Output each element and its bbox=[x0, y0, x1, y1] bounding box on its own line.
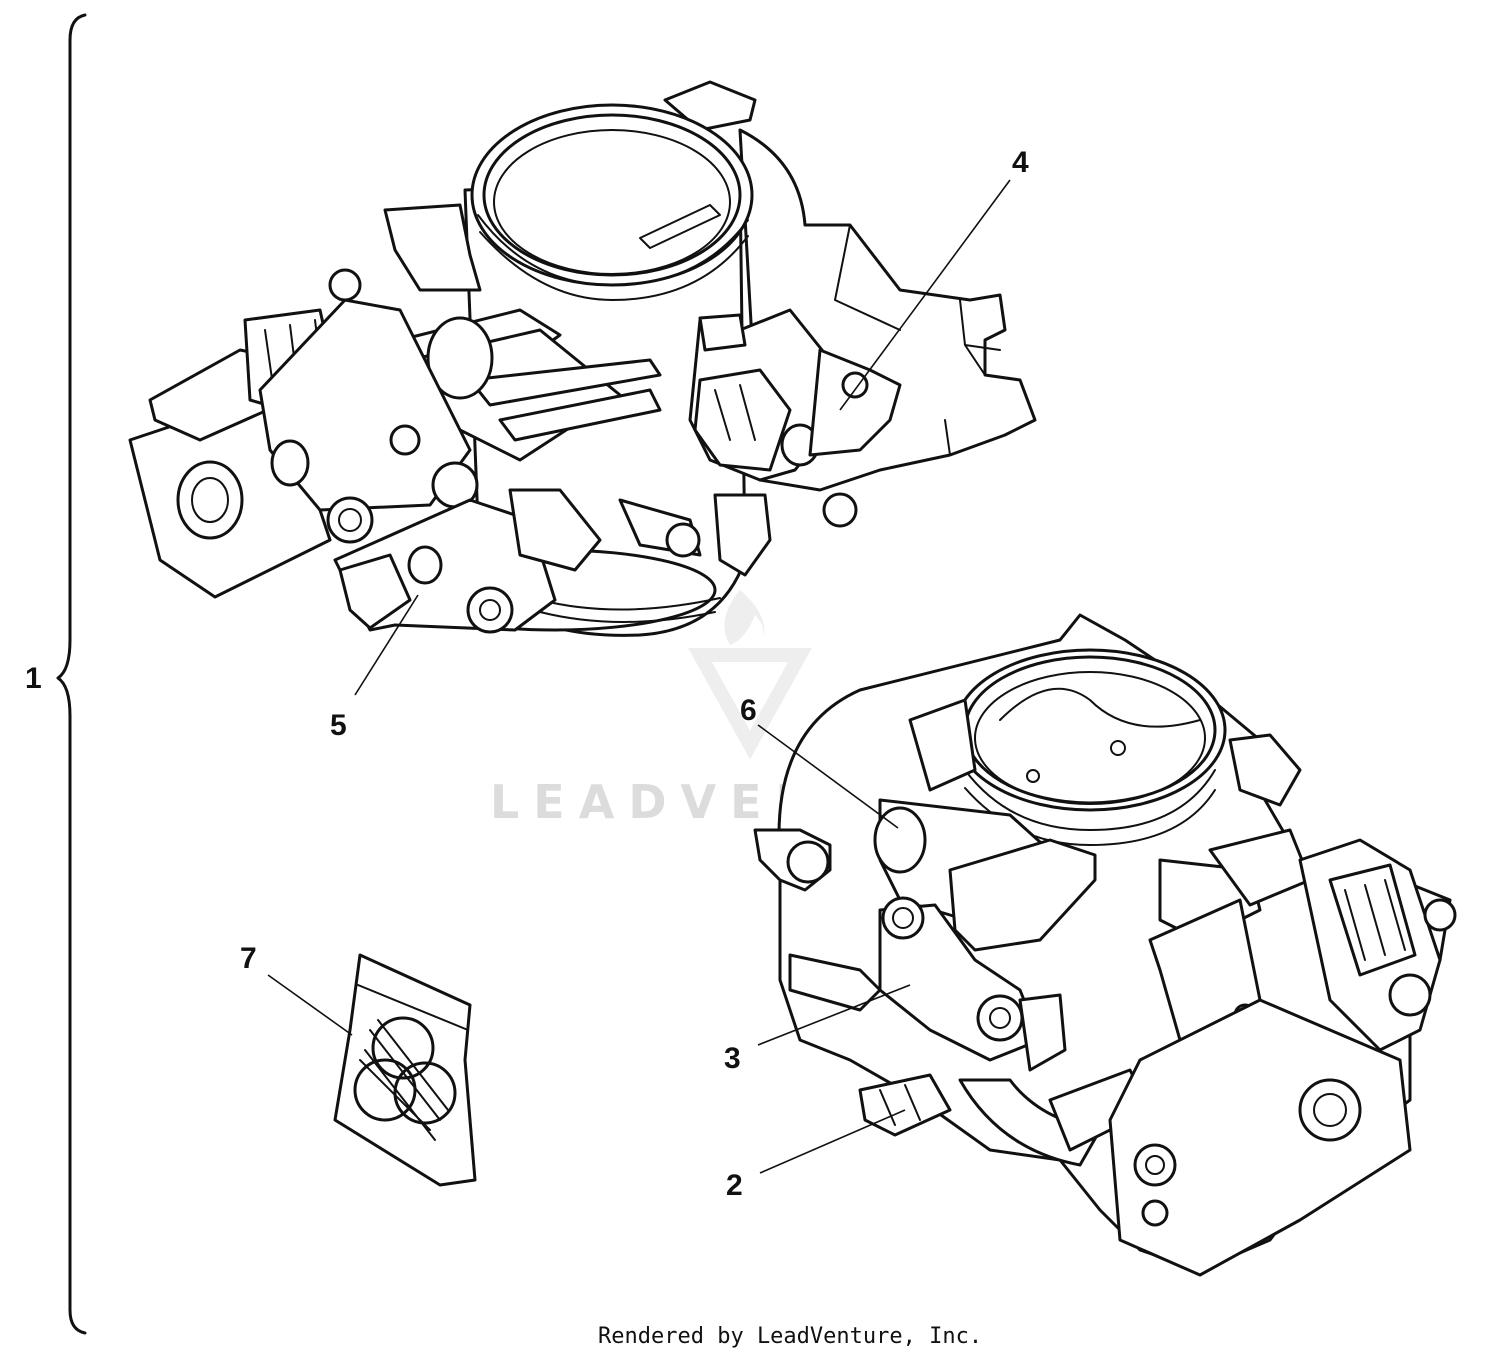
leader-2 bbox=[759, 1109, 906, 1174]
watermark-logo-icon bbox=[688, 590, 812, 760]
gasket-kit-bag bbox=[333, 953, 477, 1187]
callout-1: 1 bbox=[25, 662, 42, 695]
callout-3: 3 bbox=[724, 1042, 741, 1075]
callout-6: 6 bbox=[740, 694, 757, 727]
callout-4: 4 bbox=[1012, 146, 1029, 179]
credit-line: Rendered by LeadVenture, Inc. bbox=[598, 1324, 982, 1349]
throttle-body-lower bbox=[753, 613, 1457, 1277]
throttle-body-upper bbox=[128, 80, 1037, 637]
callout-2: 2 bbox=[726, 1169, 743, 1202]
callout-5: 5 bbox=[330, 709, 347, 742]
leader-4 bbox=[839, 179, 1011, 411]
leader-3 bbox=[757, 984, 911, 1046]
leader-5 bbox=[354, 594, 419, 696]
callout-7: 7 bbox=[240, 942, 257, 975]
leader-7 bbox=[267, 974, 353, 1036]
leader-6 bbox=[757, 724, 899, 829]
assembly-brace bbox=[56, 13, 87, 1335]
